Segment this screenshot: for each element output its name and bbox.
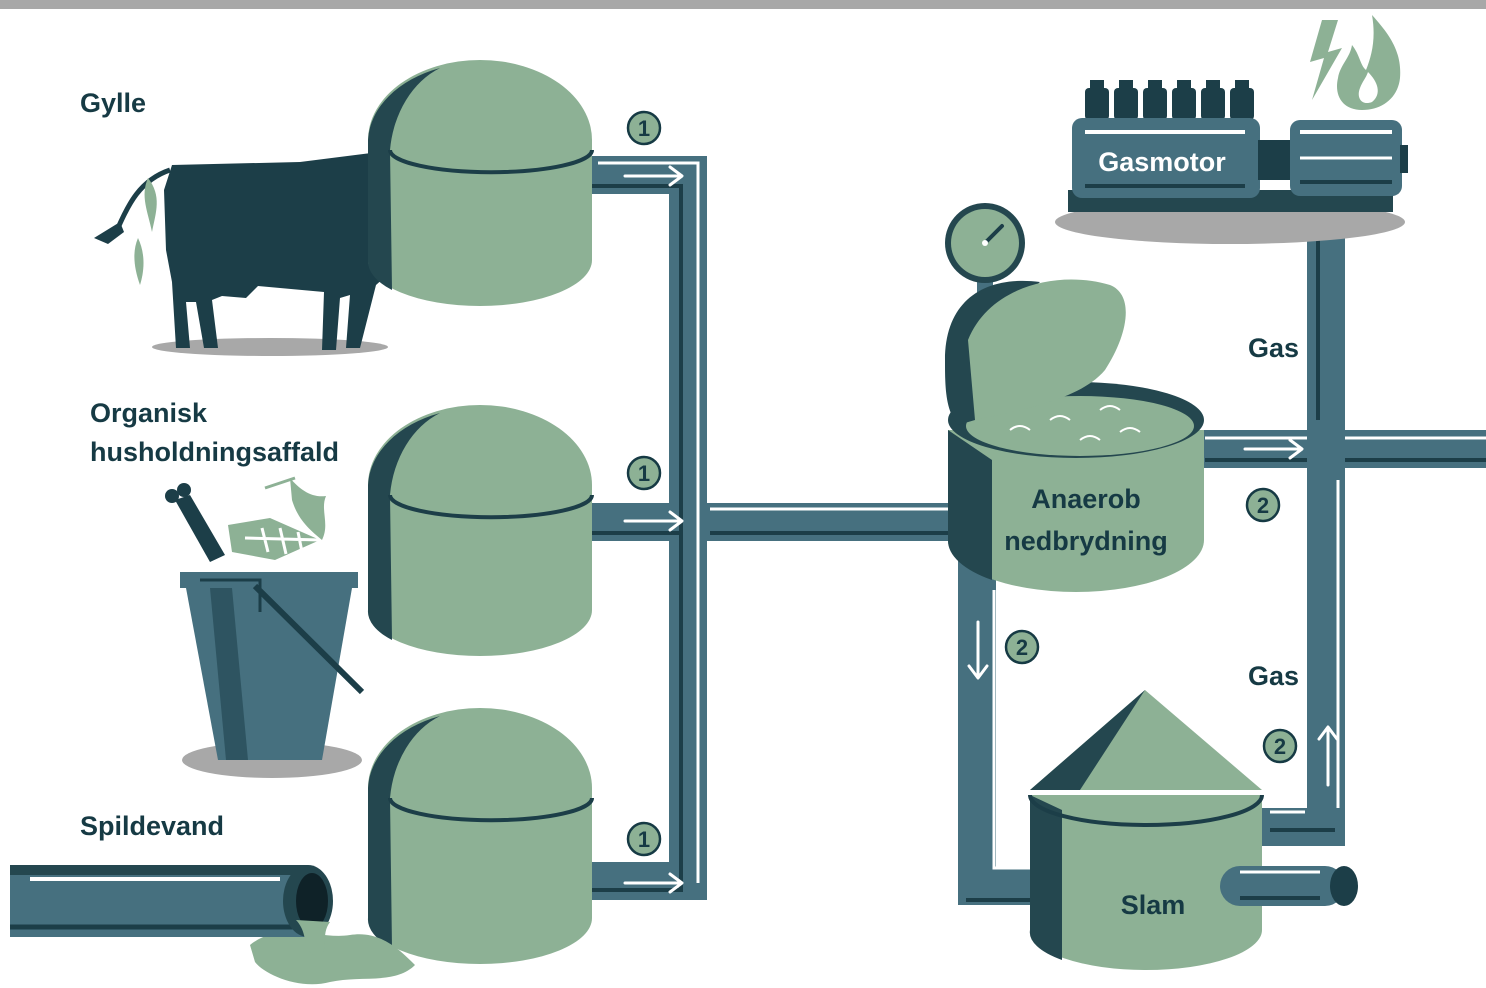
storage-tank-spildevand (367, 708, 594, 964)
label-husholdningsaffald: husholdningsaffald (90, 437, 339, 467)
svg-text:1: 1 (638, 116, 650, 141)
flame-icon (1337, 15, 1401, 110)
arrow-right-icon (623, 165, 684, 187)
label-anaerob: Anaerob (1031, 484, 1141, 514)
engine-icon (1055, 80, 1408, 244)
step-marker-2b: 2 (1004, 629, 1040, 665)
arrow-right-icon (1243, 438, 1304, 460)
storage-tank-gylle (367, 60, 594, 306)
label-gylle: Gylle (80, 88, 146, 118)
label-organisk: Organisk (90, 398, 208, 428)
label-slam: Slam (1121, 890, 1186, 920)
svg-text:1: 1 (638, 827, 650, 852)
label-gasmotor: Gasmotor (1098, 147, 1226, 177)
step-marker-1c: 1 (626, 821, 662, 857)
digester-tank (945, 279, 1204, 592)
label-spildevand: Spildevand (80, 811, 224, 841)
storage-tank-organic (367, 405, 594, 656)
bone-icon (165, 483, 225, 562)
arrow-up-icon (1317, 725, 1339, 787)
arrow-down-icon (967, 620, 989, 680)
bucket-icon (165, 476, 365, 778)
step-marker-2a: 2 (1245, 487, 1281, 523)
arrow-right-icon (623, 510, 684, 532)
sewer-pipe-icon (10, 865, 415, 985)
fish-bone-icon (228, 518, 321, 560)
step-marker-1b: 1 (626, 455, 662, 491)
svg-text:2: 2 (1016, 635, 1028, 660)
label-gas-lower: Gas (1248, 661, 1299, 691)
svg-text:2: 2 (1274, 734, 1286, 759)
step-marker-2c: 2 (1262, 728, 1298, 764)
slam-tank (1028, 690, 1358, 970)
svg-text:1: 1 (638, 461, 650, 486)
label-nedbrydning: nedbrydning (1004, 526, 1168, 556)
step-marker-1a: 1 (626, 110, 662, 146)
process-pipes (958, 205, 1486, 905)
svg-text:2: 2 (1257, 493, 1269, 518)
apple-core-icon (264, 476, 326, 540)
collector-pipes (585, 156, 965, 900)
header-bar (0, 0, 1486, 9)
arrow-right-icon (623, 872, 684, 894)
label-gas-upper: Gas (1248, 333, 1299, 363)
lightning-icon (1310, 20, 1342, 100)
pressure-gauge-icon (945, 203, 1025, 283)
